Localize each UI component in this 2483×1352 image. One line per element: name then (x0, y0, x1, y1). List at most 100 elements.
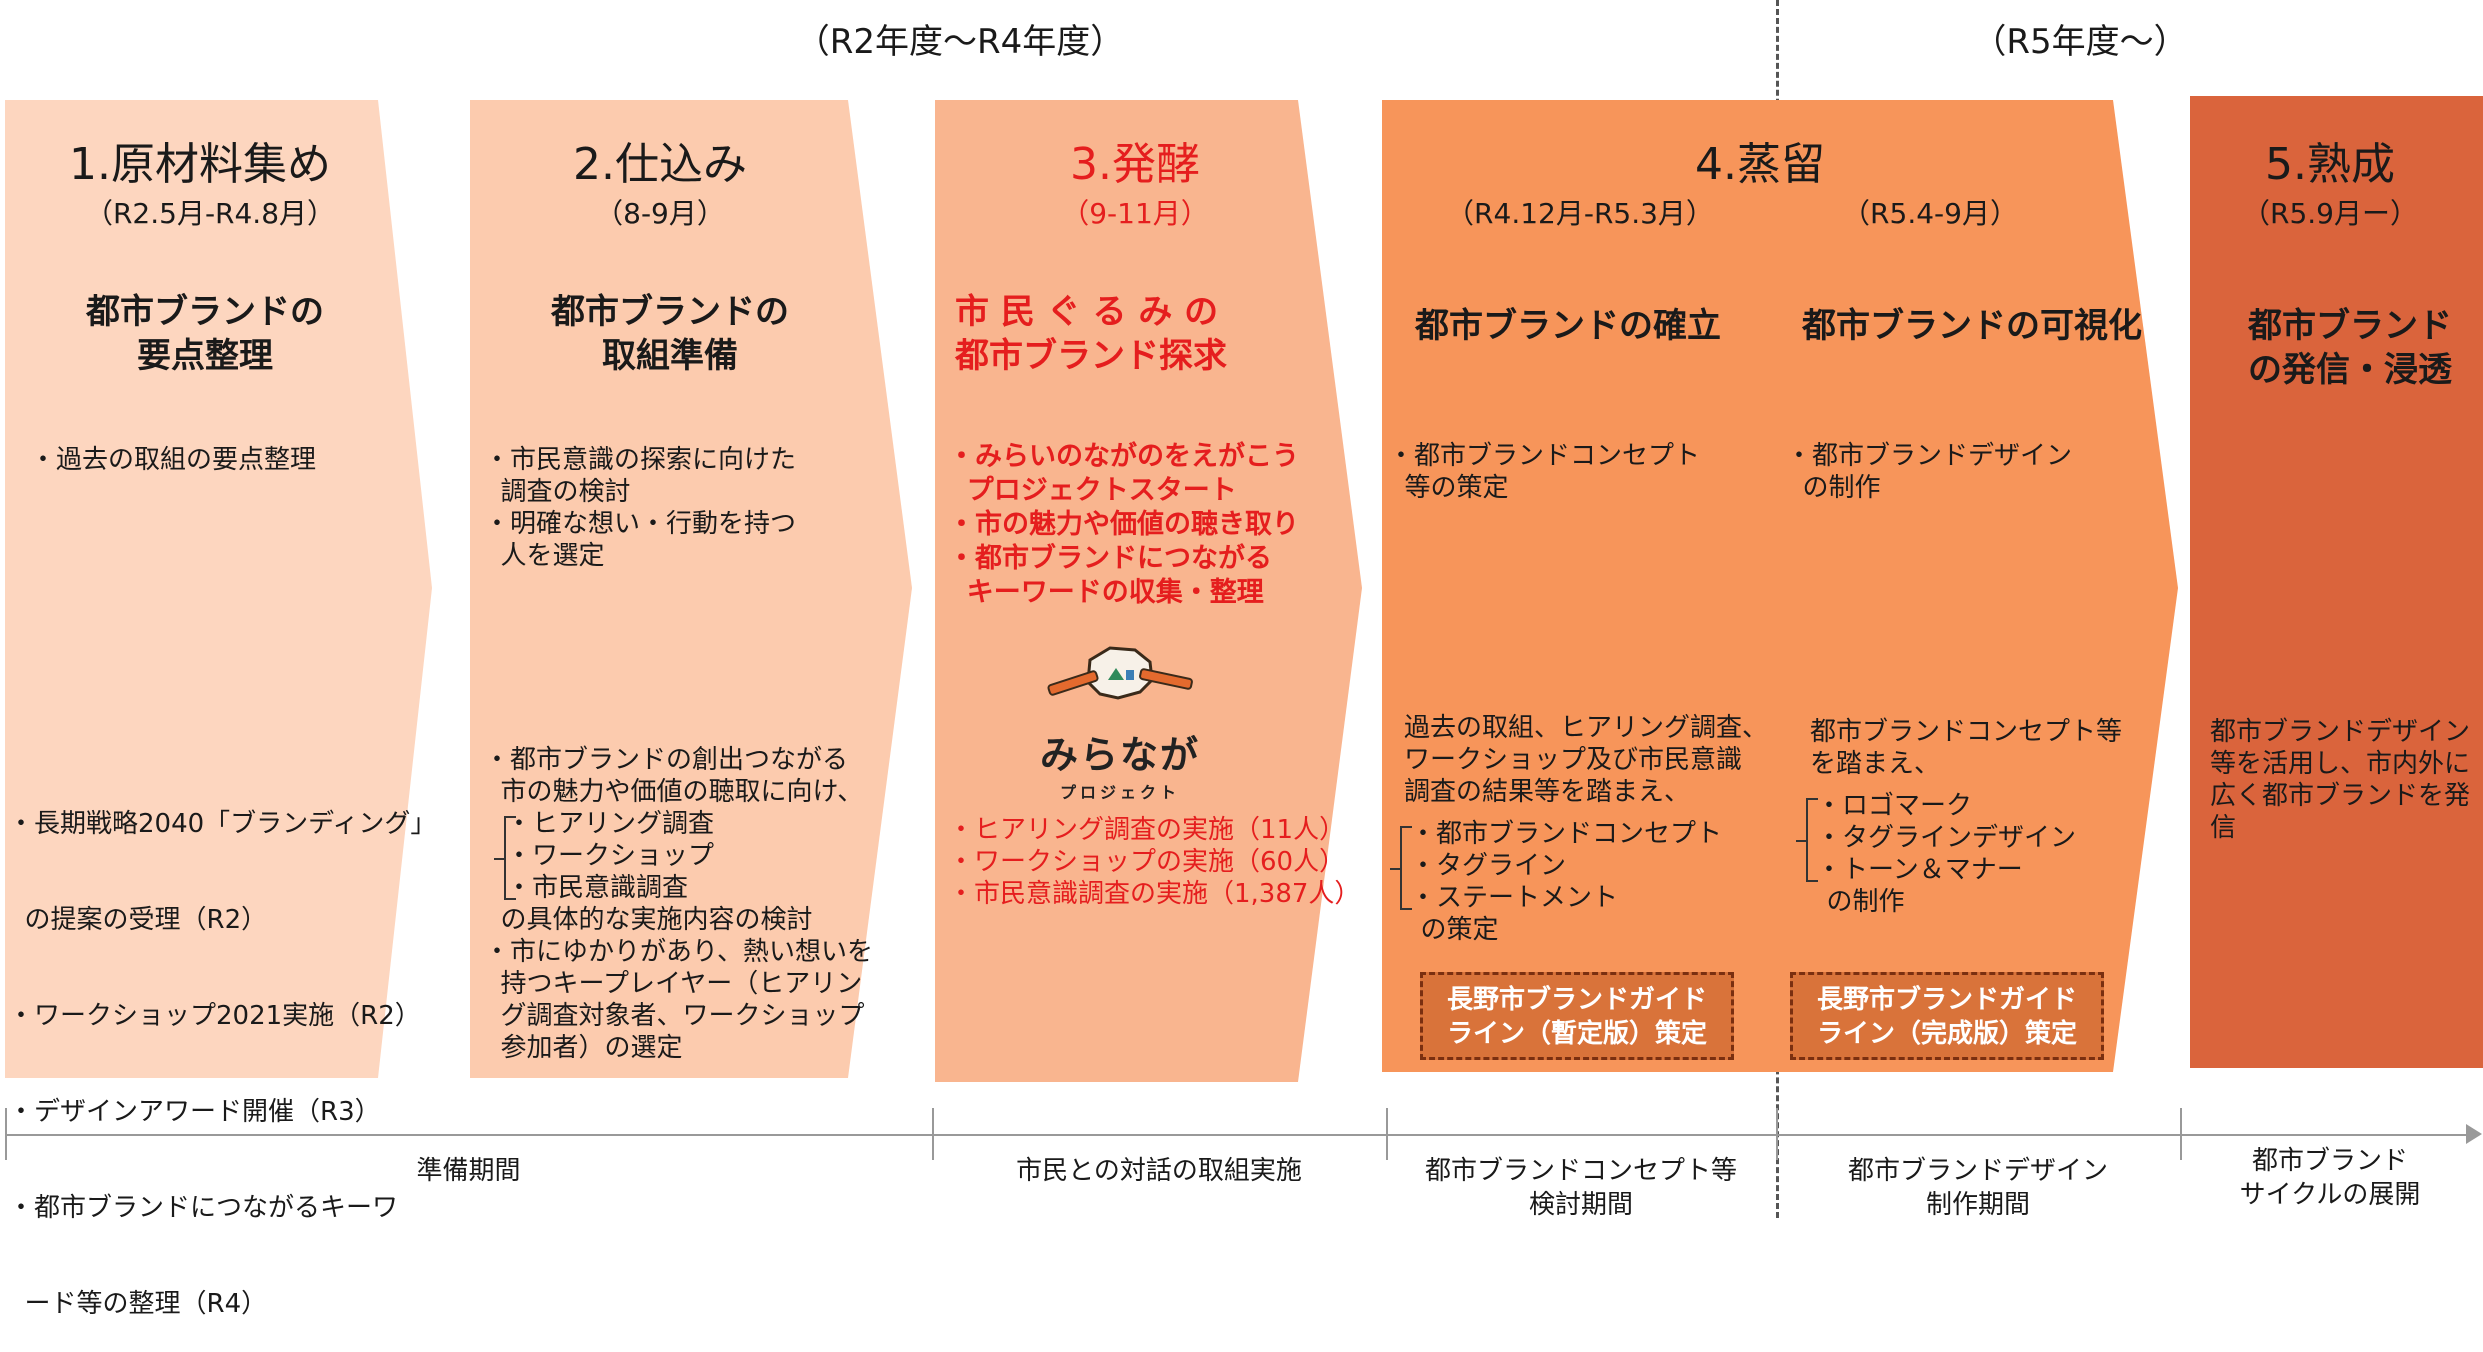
detail-line: ・都市ブランドコンセプト (1410, 819, 1723, 849)
timeline-phase-dialogue: 市民との対話の取組実施 (932, 1154, 1386, 1188)
step4-subtitle-b: （R5.4-9月） (1842, 197, 2018, 230)
phase-line: 準備期間 (416, 1156, 521, 1186)
bullet-item: の制作 (1786, 473, 1881, 503)
miranaga-logo: みらなが プロジェクト (1040, 640, 1200, 803)
bullet-item: ・明確な想い・行動を持つ (484, 509, 797, 539)
step5-details: 都市ブランドデザイン 等を活用し、市内外に 広く都市ブランドを発 信 (2210, 716, 2470, 844)
detail-line: ・タグラインデザイン (1816, 823, 2077, 853)
detail-line: 都市ブランドコンセプト等 (1810, 717, 2123, 747)
step1-subtitle: （R2.5月-R4.8月） (84, 197, 336, 230)
step1-heading: 都市ブランドの 要点整理 (40, 290, 370, 378)
step4-arrow (1382, 100, 2178, 1072)
guideline-provisional-badge: 長野市ブランドガイド ライン（暫定版）策定 (1420, 972, 1734, 1060)
detail-line: ・タグライン (1410, 851, 1567, 881)
bullet-item: 等の策定 (1388, 473, 1509, 503)
step4-details-a: 過去の取組、ヒアリング調査、 ワークショップ及び市民意識 調査の結果等を踏まえ、… (1390, 712, 1769, 946)
guide-line: ライン（暫定版）策定 (1446, 1019, 1707, 1049)
detail-line: 信 (2210, 813, 2237, 843)
phase-line: 検討期間 (1528, 1190, 1633, 1220)
detail-line: ・市民意識調査の実施（1,387人） (948, 879, 1361, 909)
timeline-tick (1386, 1108, 1388, 1160)
step5-arrow-tip (2440, 96, 2483, 1068)
detail-line: ・ワークショップ2021実施（R2） (8, 1001, 421, 1031)
phase-line: サイクルの展開 (2239, 1180, 2421, 1210)
detail-line: ・市にゆかりがあり、熱い想いを (484, 937, 873, 967)
phase-line: 制作期間 (1925, 1190, 2030, 1220)
bullet-item: プロジェクトスタート (948, 475, 1237, 506)
guideline-final-badge: 長野市ブランドガイド ライン（完成版）策定 (1790, 972, 2104, 1060)
bullet-item: ・都市ブランドにつながる (948, 543, 1272, 574)
bullet-item: ・都市ブランドコンセプト (1388, 441, 1701, 471)
bullet-item: 人を選定 (484, 541, 605, 571)
heading-line: 要点整理 (137, 336, 273, 376)
detail-line: ・トーン＆マナー (1816, 855, 2023, 885)
step-arrow-shapes (5, 96, 2483, 1082)
bullet-item: ・市の魅力や価値の聴き取り (948, 509, 1299, 540)
timeline-tick (2180, 1108, 2182, 1160)
step4-heading-b: 都市ブランドの可視化 (1802, 306, 2142, 346)
detail-line: 過去の取組、ヒアリング調査、 (1404, 713, 1769, 743)
bracket (1796, 798, 1818, 882)
timeline-tick (932, 1108, 934, 1160)
timeline-arrowhead (2466, 1124, 2482, 1144)
detail-line: ・都市ブランドの創出つながる (484, 745, 849, 775)
logo-subtext: プロジェクト (1059, 783, 1180, 802)
heading-line: 市 民 ぐ る み の (955, 292, 1219, 332)
step4-bullets-b: ・都市ブランドデザイン の制作 (1786, 440, 2072, 504)
timeline-phase-design: 都市ブランドデザイン 制作期間 (1776, 1154, 2180, 1222)
step1-bullets: ・過去の取組の要点整理 (30, 444, 316, 476)
timeline-tick (1776, 1108, 1778, 1160)
detail-line: ・都市ブランドにつながるキーワ (8, 1193, 399, 1223)
step5-box (2190, 96, 2480, 1068)
phase-line: 都市ブランドデザイン (1847, 1156, 2108, 1186)
detail-line: 参加者）の選定 (484, 1033, 683, 1063)
detail-line: の制作 (1810, 887, 1905, 917)
detail-line: ワークショップ及び市民意識 (1404, 745, 1743, 775)
heading-line: 都市ブランド (2248, 306, 2452, 346)
step2-heading: 都市ブランドの 取組準備 (505, 290, 835, 378)
phase-line: 都市ブランドコンセプト等 (1424, 1156, 1737, 1186)
heading-line: の発信・浸透 (2248, 350, 2452, 390)
guide-line: 長野市ブランドガイド (1446, 985, 1707, 1015)
timeline-phase-preparation: 準備期間 (5, 1154, 932, 1188)
bullet-item: ・都市ブランドデザイン (1786, 441, 2073, 471)
detail-line: 等を活用し、市内外に (2210, 749, 2471, 779)
detail-bracket-group: ・都市ブランドコンセプト ・タグライン ・ステートメント (1390, 818, 1768, 914)
detail-line: ・長期戦略2040「ブランディング」 (8, 809, 437, 839)
period-label-r2-r4: （R2年度～R4年度） (795, 22, 1125, 62)
step5-title: 5.熟成 (2265, 139, 2395, 190)
detail-bracket-group: ・ロゴマーク ・タグラインデザイン ・トーン＆マナー (1796, 790, 2122, 886)
step5-heading: 都市ブランド の発信・浸透 (2220, 304, 2480, 392)
detail-line: 都市ブランドデザイン (2210, 717, 2471, 747)
detail-line: の策定 (1404, 915, 1499, 945)
phase-line: 都市ブランド (2251, 1146, 2408, 1176)
step2-arrow (470, 100, 912, 1078)
step4-details-b: 都市ブランドコンセプト等 を踏まえ、 ・ロゴマーク ・タグラインデザイン ・トー… (1796, 716, 2123, 918)
detail-line: 調査の結果等を踏まえ、 (1404, 777, 1691, 807)
step3-arrow (935, 100, 1362, 1082)
detail-line: ード等の整理（R4） (8, 1289, 268, 1319)
detail-line: 市の魅力や価値の聴取に向け、 (484, 777, 864, 807)
period-label-r5: （R5年度～） (1972, 22, 2188, 62)
detail-line: ・ステートメント (1410, 883, 1619, 913)
step4-heading-a: 都市ブランドの確立 (1415, 306, 1721, 346)
step1-title: 1.原材料集め (69, 139, 331, 190)
step3-heading: 市 民 ぐ る み の 都市ブランド探求 (955, 290, 1285, 378)
step5-subtitle: （R5.9月ー） (2242, 197, 2418, 230)
step2-bullets: ・市民意識の探索に向けた 調査の検討 ・明確な想い・行動を持つ 人を選定 (484, 444, 796, 572)
step4-subtitle-a: （R4.12月-R5.3月） (1446, 197, 1714, 230)
timeline-phase-concept: 都市ブランドコンセプト等 検討期間 (1386, 1154, 1776, 1222)
step2-details: ・都市ブランドの創出つながる 市の魅力や価値の聴取に向け、 ・ヒアリング調査 ・… (484, 744, 873, 1064)
bracket (1390, 826, 1412, 910)
timeline-tick (5, 1108, 7, 1160)
guide-line: 長野市ブランドガイド (1816, 985, 2077, 1015)
detail-line: ・市民意識調査 (506, 873, 689, 903)
detail-line: グ調査対象者、ワークショップ (484, 1001, 865, 1031)
bullet-item: 調査の検討 (484, 477, 631, 507)
detail-line: 持つキープレイヤー（ヒアリン (484, 969, 863, 999)
step4-title: 4.蒸留 (1695, 139, 1825, 190)
step2-subtitle: （8-9月） (595, 197, 725, 230)
step4-bullets-a: ・都市ブランドコンセプト 等の策定 (1388, 440, 1700, 504)
detail-line: ・ロゴマーク (1816, 791, 1973, 821)
detail-line: ・ヒアリング調査の実施（11人） (948, 815, 1346, 845)
